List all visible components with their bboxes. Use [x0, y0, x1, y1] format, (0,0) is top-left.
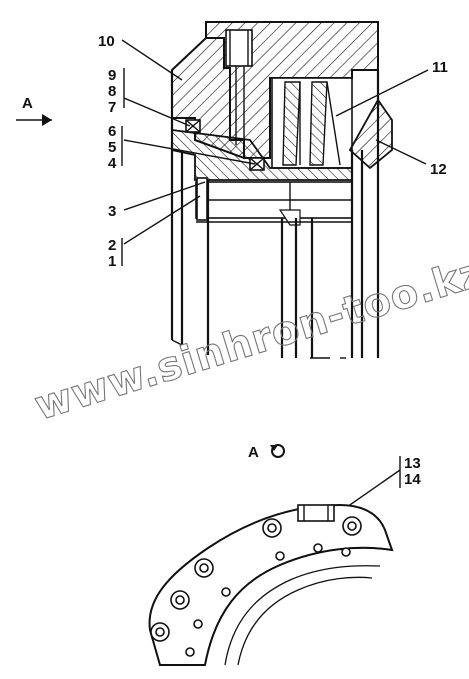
view-a-part	[148, 503, 394, 666]
lug	[297, 504, 335, 522]
callout-7: 7	[108, 99, 116, 116]
seal-ring-5	[249, 157, 265, 171]
callout-14: 14	[404, 471, 421, 488]
view-arrow	[16, 114, 52, 126]
callout-11: 11	[432, 59, 448, 76]
callout-4: 4	[108, 155, 117, 172]
view-arrow-label: A	[22, 95, 33, 112]
watermark: www.sinhron-too.kz	[29, 249, 469, 430]
seal-ring-8	[185, 119, 201, 133]
callout-1: 1	[108, 253, 116, 270]
section-view	[170, 21, 393, 359]
rotation-arrow-icon	[270, 444, 285, 458]
bolt-2	[196, 177, 208, 221]
callout-10: 10	[98, 33, 115, 50]
view-a-header: A	[248, 444, 285, 461]
wedge-12	[348, 98, 393, 170]
callout-6: 6	[108, 123, 116, 140]
ring-inner	[204, 547, 393, 666]
callout-5: 5	[108, 139, 116, 156]
callout-13: 13	[404, 455, 421, 472]
callout-2: 2	[108, 237, 116, 254]
callout-3: 3	[108, 203, 116, 220]
callout-labels: A 10 9 8 7 6 5 4 3 2 1 11 12 13 14	[22, 33, 448, 488]
spring-pack	[271, 77, 353, 169]
callout-12: 12	[430, 161, 447, 178]
callout-9: 9	[108, 67, 116, 84]
view-a-label: A	[248, 444, 259, 461]
arrow-right-icon	[42, 114, 52, 126]
callout-8: 8	[108, 83, 116, 100]
